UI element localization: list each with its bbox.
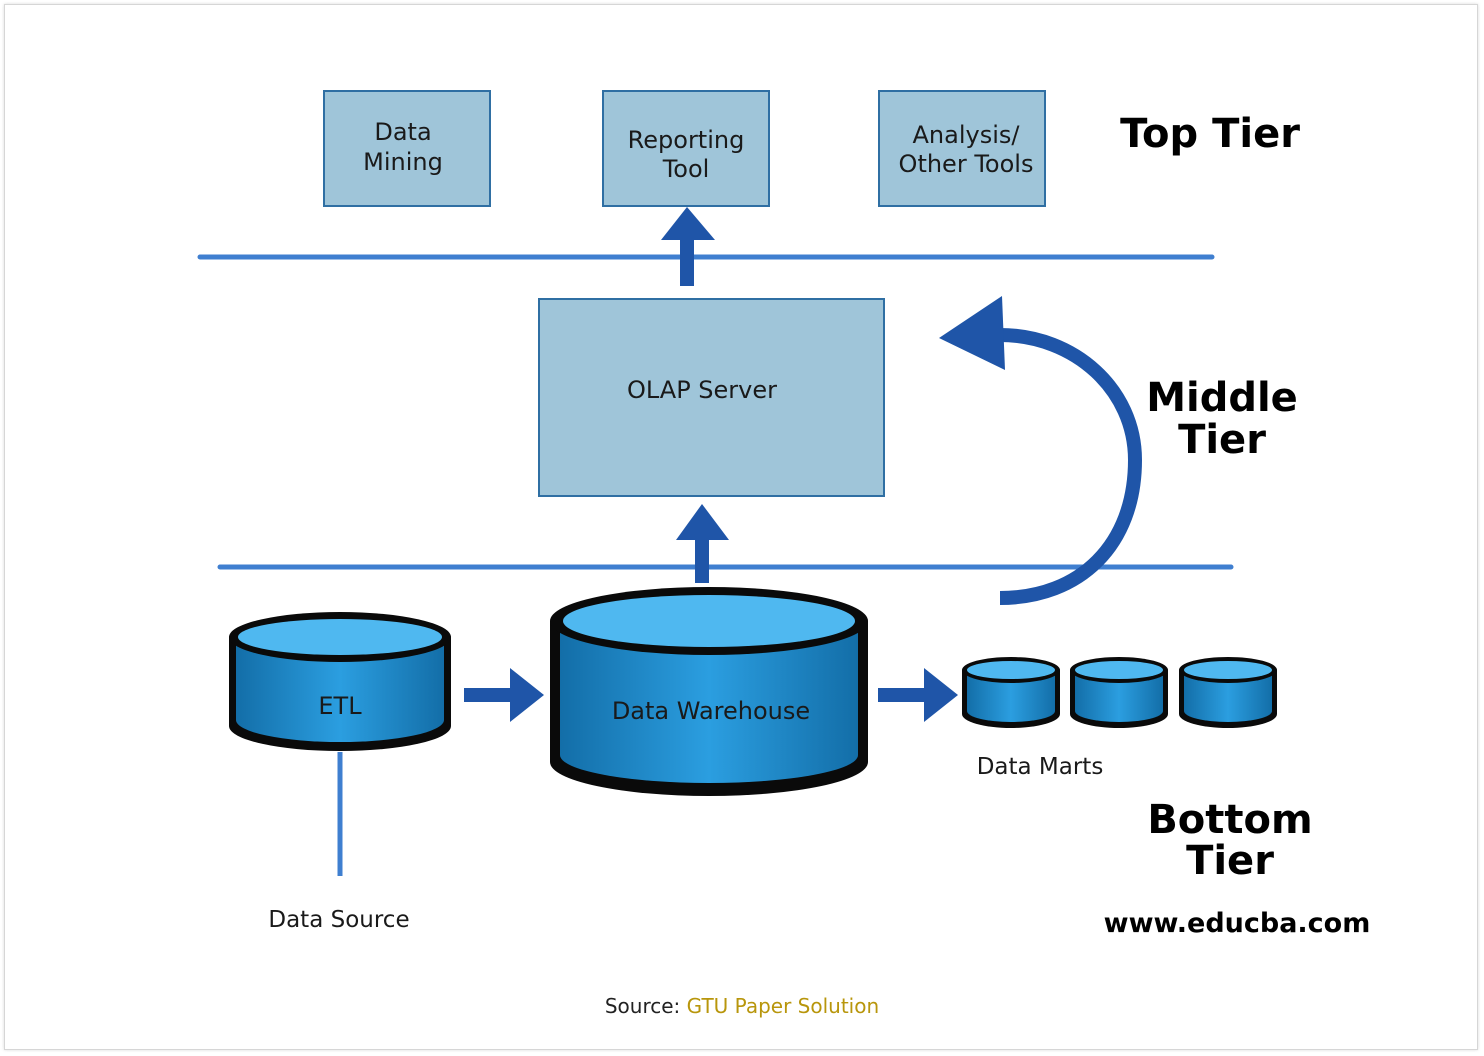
data-warehouse-cylinder: Data Warehouse — [550, 587, 868, 796]
bottom-tier-label-line1: Bottom — [1147, 797, 1312, 843]
bottom-tier-label-line2: Tier — [1186, 838, 1274, 884]
analysis-tools-label-line2: Other Tools — [899, 150, 1034, 178]
up-arrow-to-reporting-tool — [661, 207, 715, 286]
data-mining-label-line1: Data — [374, 118, 431, 146]
etl-cylinder: ETL — [229, 612, 451, 751]
source-prefix: Source: — [604, 994, 687, 1018]
data-source-label: Data Source — [268, 907, 409, 933]
source-caption: Source: GTU Paper Solution — [0, 994, 1484, 1018]
source-link[interactable]: GTU Paper Solution — [686, 994, 880, 1018]
up-arrow-to-olap-server — [676, 504, 729, 583]
arrow-warehouse-to-marts — [878, 668, 958, 722]
reporting-tool-label-line2: Tool — [662, 155, 710, 183]
analysis-tools-box: Analysis/ Other Tools — [878, 90, 1046, 207]
data-warehouse-label: Data Warehouse — [612, 697, 810, 725]
data-mart-cylinder-3 — [1179, 657, 1277, 728]
data-mining-box: Data Mining — [323, 90, 491, 207]
reporting-tool-box: Reporting Tool — [602, 90, 770, 207]
top-tier-label: Top Tier — [1120, 111, 1300, 157]
middle-tier-label-line1: Middle — [1146, 375, 1298, 421]
olap-server-box: OLAP Server — [538, 298, 885, 497]
data-mart-cylinder-1 — [962, 657, 1060, 728]
data-mining-label-line2: Mining — [363, 148, 443, 176]
data-marts-label: Data Marts — [977, 754, 1104, 780]
middle-tier-label-line2: Tier — [1178, 417, 1266, 463]
curved-arrow-marts-to-olap — [939, 296, 1143, 605]
website-watermark: www.educba.com — [1104, 908, 1371, 939]
etl-label: ETL — [318, 692, 362, 720]
arrow-etl-to-warehouse — [464, 668, 544, 722]
data-mart-cylinder-2 — [1070, 657, 1168, 728]
reporting-tool-label-line1: Reporting — [628, 126, 745, 154]
olap-server-label: OLAP Server — [627, 376, 777, 404]
analysis-tools-label-line1: Analysis/ — [913, 121, 1021, 149]
